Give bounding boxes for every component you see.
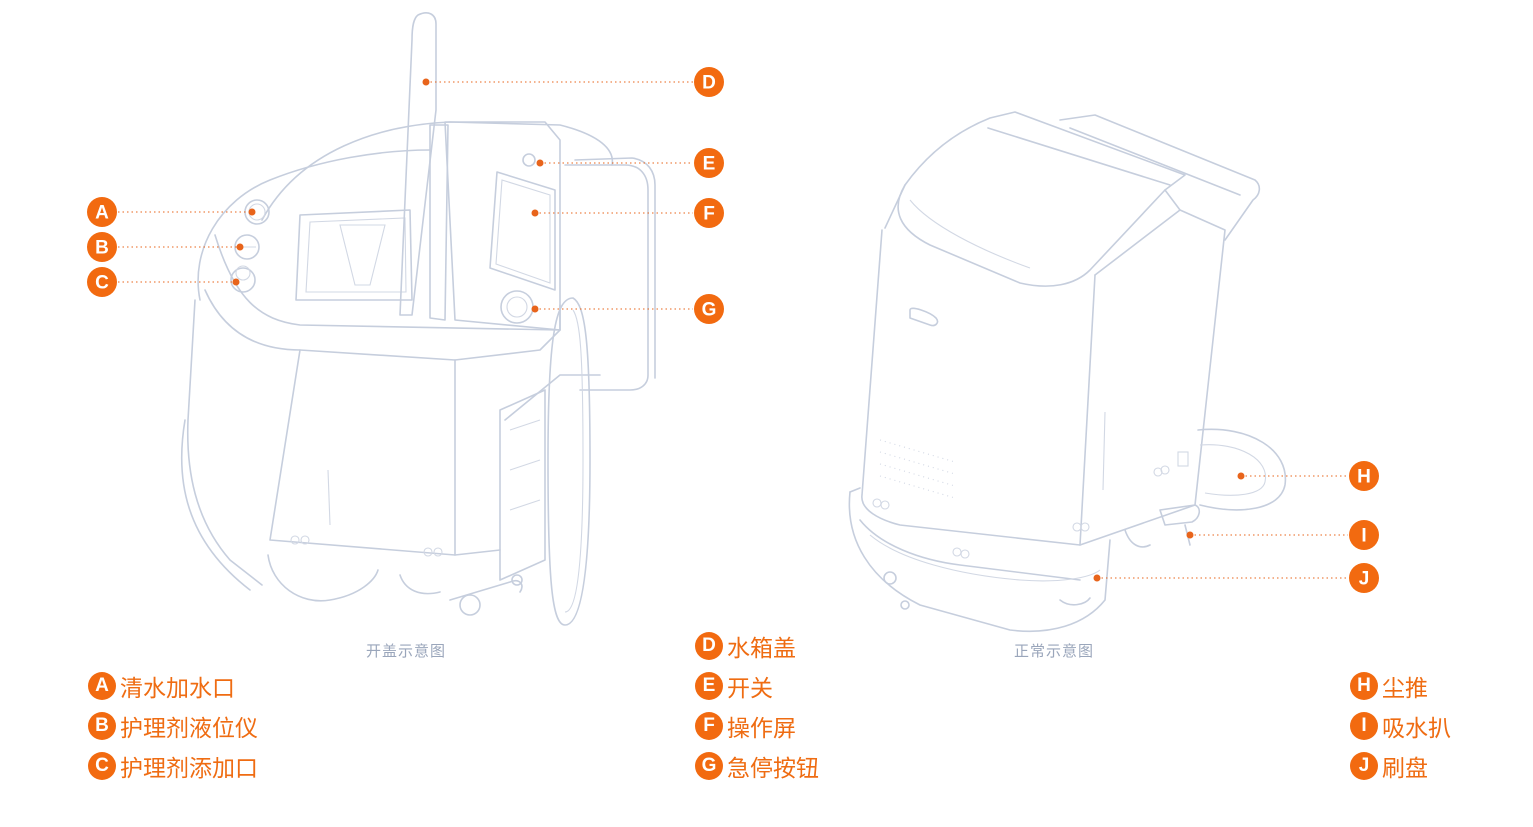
badge-g: G — [694, 294, 724, 324]
svg-text:E: E — [703, 154, 716, 175]
legend-label-e: 开关 — [727, 676, 773, 702]
badge-d: D — [694, 67, 724, 97]
svg-text:D: D — [702, 73, 716, 94]
legend-badge-g: G — [695, 752, 723, 780]
legend-item-g: G 急停按钮 — [695, 749, 819, 783]
legend-label-g: 急停按钮 — [727, 756, 819, 782]
leader-lines — [118, 81, 1348, 579]
machine-normal-illustration — [848, 111, 1287, 633]
svg-text:A: A — [95, 203, 109, 224]
leader-dots — [232, 78, 1245, 582]
legend-label-b: 护理剂液位仪 — [120, 716, 258, 742]
svg-text:B: B — [95, 238, 109, 259]
legend-label-c: 护理剂添加口 — [120, 756, 258, 782]
svg-text:H: H — [1357, 467, 1371, 488]
svg-text:F: F — [703, 204, 715, 225]
badge-c: C — [87, 267, 117, 297]
legend-badge-h: H — [1350, 672, 1378, 700]
badge-i: I — [1349, 520, 1379, 550]
svg-text:C: C — [95, 273, 109, 294]
legend-item-f: F 操作屏 — [695, 709, 796, 743]
legend-label-d: 水箱盖 — [727, 636, 796, 662]
machine-open-lid-illustration — [180, 12, 656, 626]
legend-badge-f: F — [695, 712, 723, 740]
legend-badge-i: I — [1350, 712, 1378, 740]
badge-j: J — [1349, 563, 1379, 593]
legend-item-h: H 尘推 — [1350, 669, 1428, 703]
badge-e: E — [694, 148, 724, 178]
svg-text:G: G — [702, 300, 717, 321]
legend-item-c: C 护理剂添加口 — [88, 749, 258, 783]
svg-text:I: I — [1361, 526, 1366, 547]
badge-a: A — [87, 197, 117, 227]
legend-label-f: 操作屏 — [727, 716, 796, 742]
legend-badge-j: J — [1350, 752, 1378, 780]
legend-label-i: 吸水扒 — [1382, 716, 1451, 742]
caption-open-view: 开盖示意图 — [366, 642, 447, 660]
legend-badge-d: D — [695, 632, 723, 660]
legend-item-d: D 水箱盖 — [695, 629, 796, 663]
svg-text:J: J — [1359, 569, 1370, 590]
legend-label-j: 刷盘 — [1382, 756, 1428, 782]
legend-badge-c: C — [88, 752, 116, 780]
legend-badge-b: B — [88, 712, 116, 740]
legend-label-a: 清水加水口 — [120, 676, 235, 702]
badge-b: B — [87, 232, 117, 262]
legend-badge-a: A — [88, 672, 116, 700]
badge-f: F — [694, 198, 724, 228]
callout-badges: A B C D E F G H I J — [87, 67, 1379, 593]
legend-item-i: I 吸水扒 — [1350, 709, 1451, 743]
legend-item-j: J 刷盘 — [1350, 749, 1428, 783]
badge-h: H — [1349, 461, 1379, 491]
legend-item-a: A 清水加水口 — [88, 669, 235, 703]
caption-normal-view: 正常示意图 — [1014, 642, 1095, 660]
legend-item-b: B 护理剂液位仪 — [88, 709, 258, 743]
legend-label-h: 尘推 — [1382, 676, 1428, 702]
legend-badge-e: E — [695, 672, 723, 700]
legend-item-e: E 开关 — [695, 669, 773, 703]
